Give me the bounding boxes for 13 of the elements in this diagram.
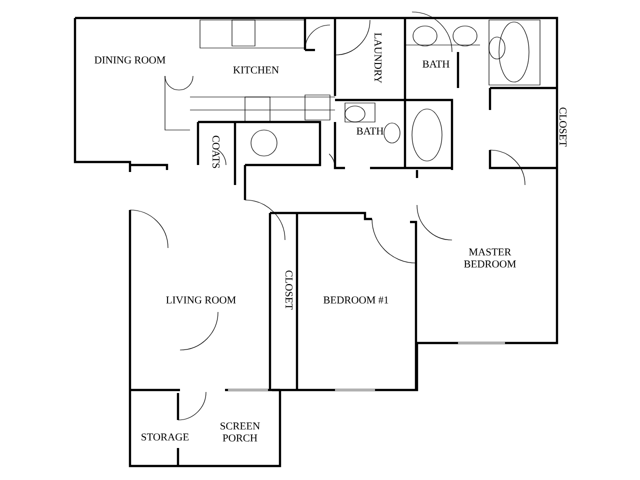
room-label: CLOSET (285, 270, 293, 310)
room-label: MASTER BEDROOM (464, 248, 516, 268)
room-label: BATH (422, 60, 450, 68)
room-label: DINING ROOM (94, 56, 166, 64)
room-label: STORAGE (142, 433, 189, 441)
room-label: BATH (356, 128, 384, 134)
room-label: SCREEN PORCH (220, 422, 260, 442)
room-label: BEDROOM #1 (323, 296, 388, 304)
room-label: LIVING ROOM (166, 296, 236, 304)
room-label: KITCHEN (233, 66, 279, 74)
room-label: CLOSET (559, 108, 567, 147)
room-label: COATS (212, 136, 220, 168)
room-label: LAUNDRY (374, 32, 382, 84)
